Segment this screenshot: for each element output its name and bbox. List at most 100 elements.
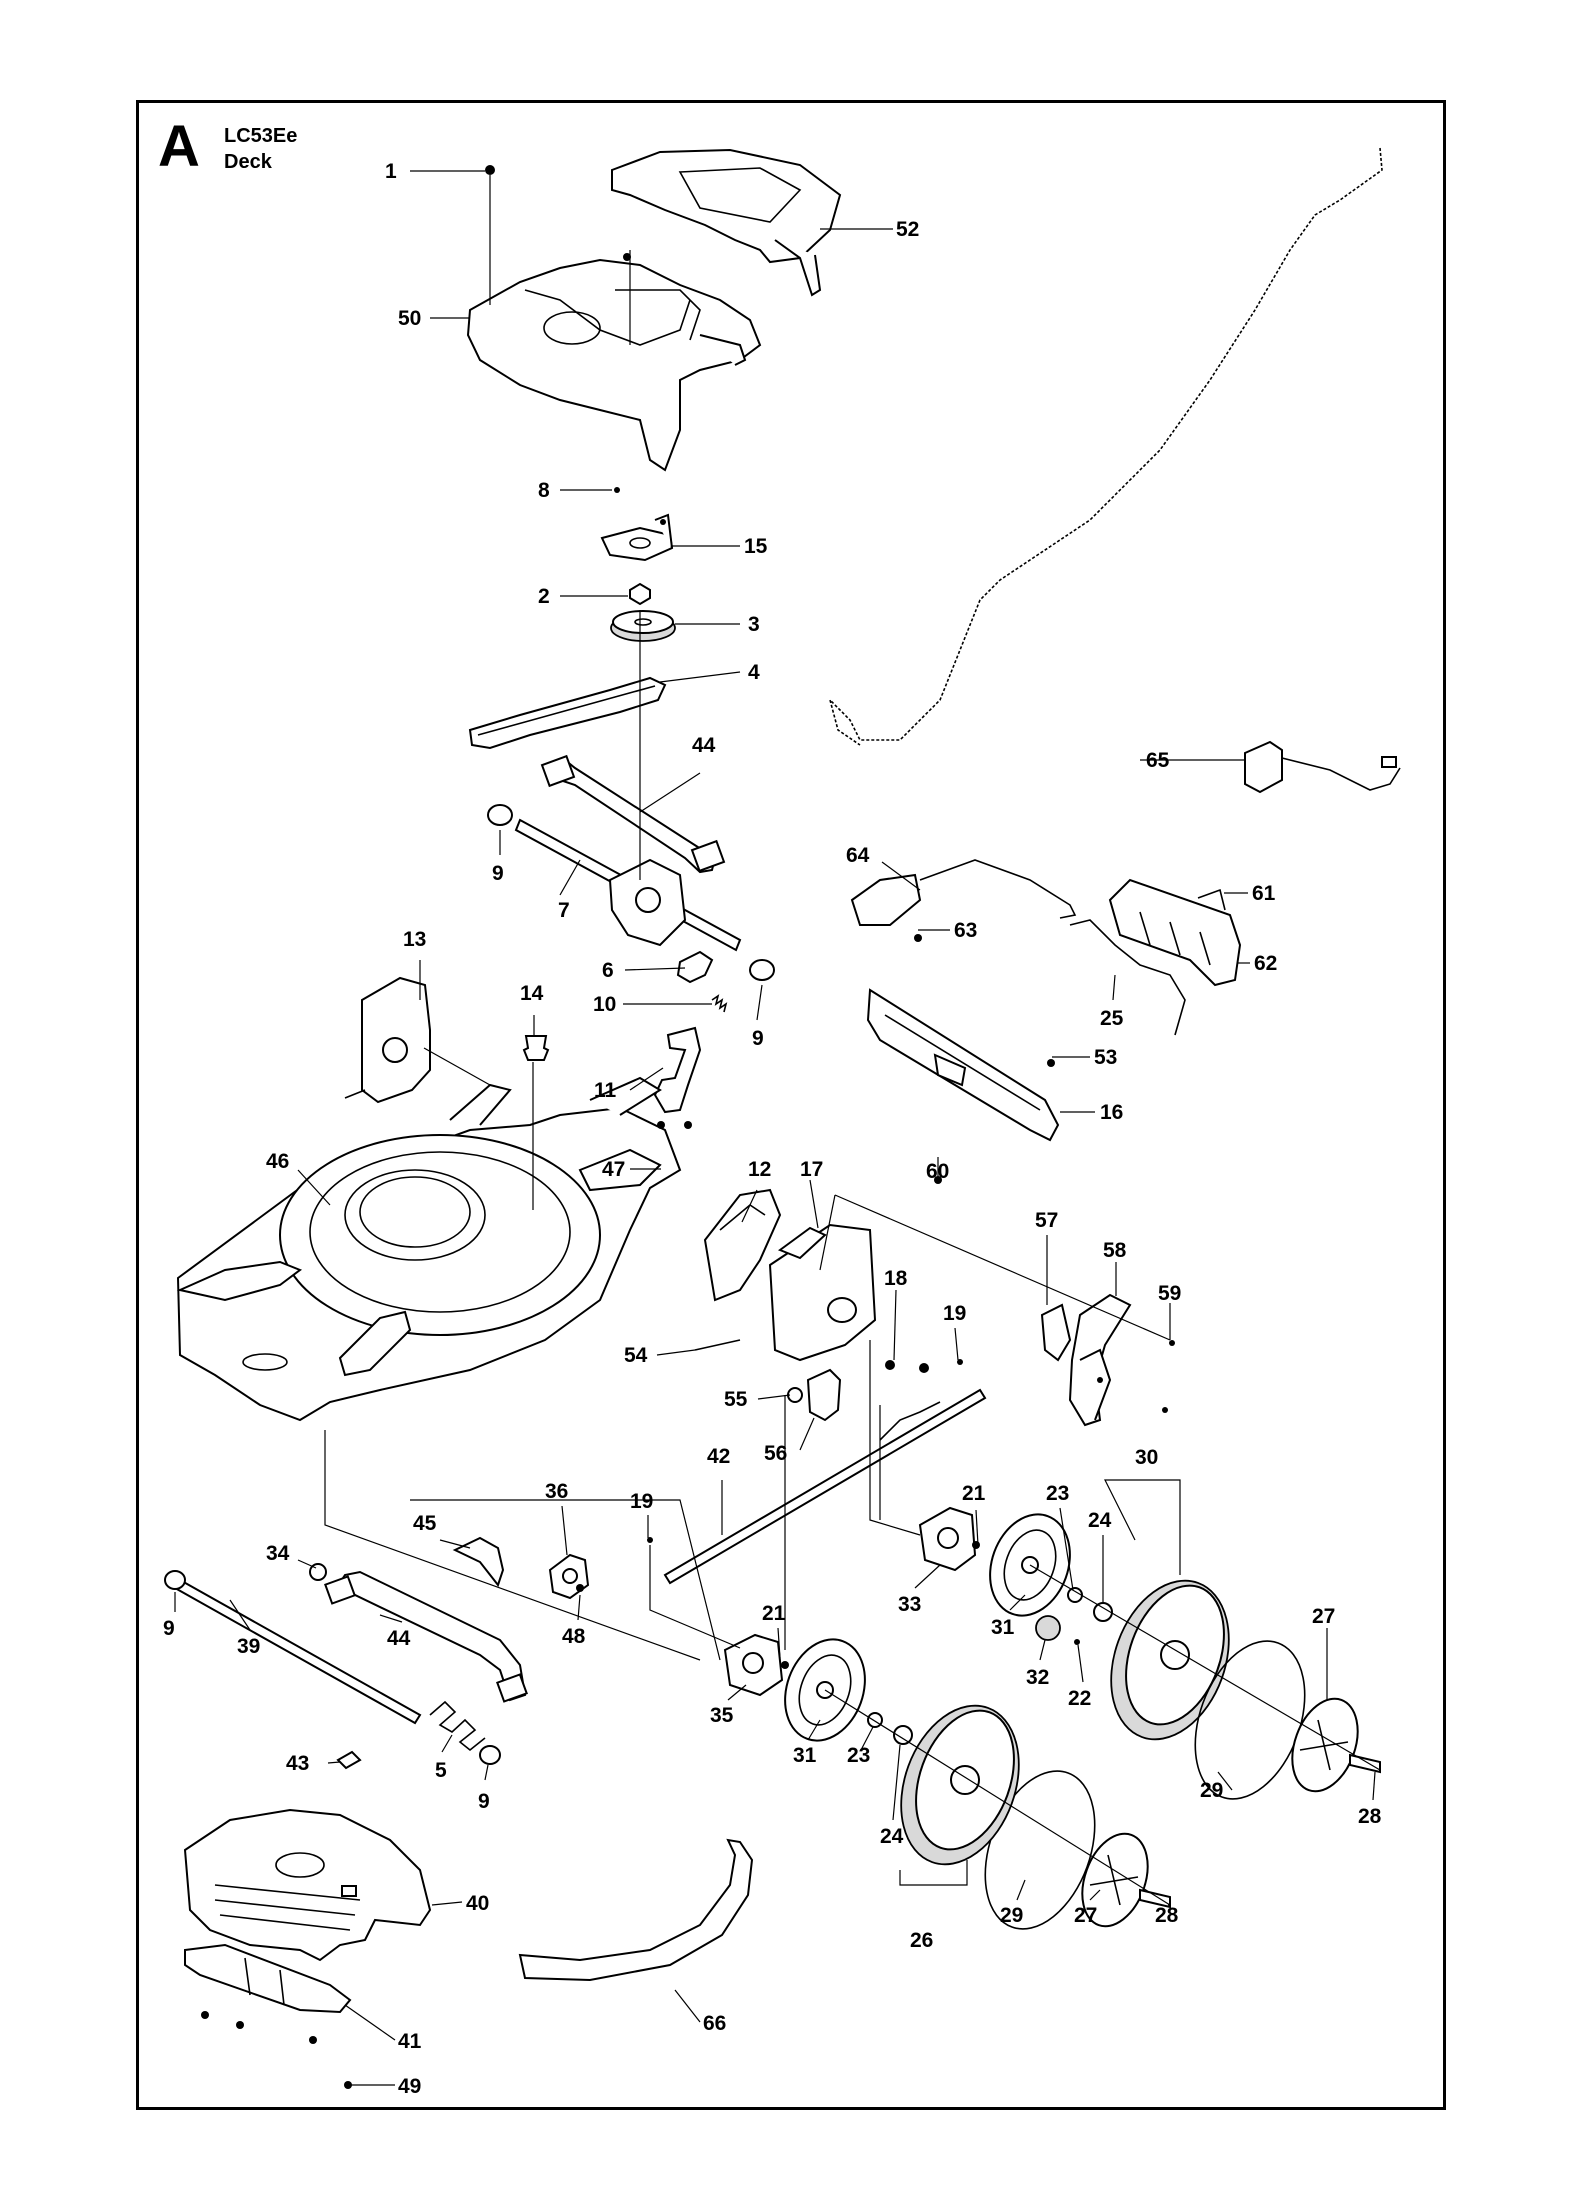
callout-61: 61 (1252, 882, 1276, 905)
callout-22: 22 (1068, 1687, 1091, 1710)
part-11-bracket (653, 1026, 702, 1114)
part-26-front-wheel (900, 1704, 1020, 1866)
callout-19-b: 19 (630, 1490, 653, 1513)
callout-65: 65 (1146, 749, 1170, 772)
callout-41: 41 (398, 2030, 422, 2053)
part-62-battery-box (1108, 878, 1242, 987)
callout-13: 13 (403, 928, 426, 951)
callout-66: 66 (703, 2012, 726, 2035)
part-57-lever (1040, 1303, 1072, 1362)
callout-63: 63 (954, 919, 977, 942)
callout-24-a: 24 (1088, 1509, 1112, 1532)
callout-17: 17 (800, 1158, 823, 1181)
part-4-belt (468, 676, 667, 750)
part-2-nut (629, 582, 651, 606)
part-14-grommet (522, 1035, 550, 1061)
callout-1: 1 (385, 160, 397, 183)
part-42-rod (663, 1388, 987, 1585)
callout-6: 6 (602, 959, 614, 982)
callout-33: 33 (898, 1593, 921, 1616)
callout-40: 40 (466, 1892, 489, 1915)
callout-23-b: 23 (847, 1744, 870, 1767)
callout-34: 34 (266, 1542, 290, 1565)
callout-44-lower: 44 (387, 1627, 411, 1650)
part-39-rear-axle (164, 1570, 501, 1765)
callout-42: 42 (707, 1445, 730, 1468)
diagram-subtitle: Deck (224, 151, 272, 173)
callout-52: 52 (896, 218, 919, 241)
callout-64: 64 (846, 844, 870, 867)
part-46-deck (176, 1076, 682, 1422)
callout-7: 7 (558, 899, 570, 922)
callout-26: 26 (910, 1929, 933, 1952)
callout-25: 25 (1100, 1007, 1124, 1030)
callout-45: 45 (413, 1512, 437, 1535)
callout-43: 43 (286, 1752, 309, 1775)
part-17-side-plate (768, 1223, 877, 1362)
callout-39: 39 (237, 1635, 260, 1658)
part-54-pin (694, 1339, 741, 1351)
part-58-lever (1068, 1293, 1132, 1427)
washers-front (867, 1712, 913, 1745)
callout-21-a: 21 (962, 1482, 986, 1505)
callout-16: 16 (1100, 1101, 1123, 1124)
callout-9-a: 9 (492, 862, 504, 885)
callout-21-b: 21 (762, 1602, 786, 1625)
assembly-axes (324, 175, 1381, 1906)
callout-31-a: 31 (991, 1616, 1015, 1639)
part-32-pinion (1035, 1615, 1061, 1641)
callout-9-d: 9 (478, 1790, 490, 1813)
part-28-bolt-front (1139, 1888, 1171, 1909)
part-56-clip (806, 1368, 842, 1422)
callout-62: 62 (1254, 952, 1277, 975)
callout-leaders (174, 170, 1376, 2086)
callout-59: 59 (1158, 1282, 1181, 1305)
part-16-rear-bar (866, 988, 1060, 1142)
callout-36: 36 (545, 1480, 568, 1503)
callout-44-upper: 44 (692, 734, 716, 757)
callout-56: 56 (764, 1442, 787, 1465)
fasteners (201, 165, 1175, 2089)
part-27-hubcap-rear (1291, 1697, 1359, 1793)
part-12-hinge-bracket (703, 1188, 782, 1302)
part-30-rear-wheel (1110, 1579, 1230, 1741)
part-65-charger (1244, 740, 1401, 794)
callout-28-b: 28 (1155, 1904, 1179, 1927)
callout-29-b: 29 (1000, 1904, 1023, 1927)
part-40-rear-cover (183, 1808, 432, 1962)
part-55-spring (787, 1387, 803, 1403)
callout-50: 50 (398, 307, 421, 330)
part-10-spring (711, 994, 728, 1013)
callout-47: 47 (602, 1158, 625, 1181)
callout-9-c: 9 (163, 1617, 175, 1640)
callout-14: 14 (520, 982, 544, 1005)
part-28-bolt-rear (1349, 1753, 1381, 1774)
callout-57: 57 (1035, 1209, 1058, 1232)
part-44-upper-bar (540, 754, 726, 874)
part-36-bracket (548, 1553, 590, 1600)
callout-35: 35 (710, 1704, 734, 1727)
callout-23-a: 23 (1046, 1482, 1069, 1505)
callout-10: 10 (593, 993, 616, 1016)
part-50-motor-cover (466, 258, 762, 472)
part-45-bushing (452, 1536, 505, 1588)
part-41-flap (184, 1943, 352, 2014)
section-letter: A (158, 114, 200, 179)
washers-rear (1067, 1587, 1113, 1622)
part-5-torsion-spring (429, 1700, 486, 1752)
part-66-flap-strip (518, 1838, 754, 1982)
model-name: LC53Ee (224, 125, 298, 147)
part-33-bracket (918, 1506, 977, 1572)
part-64-handle-switch (850, 859, 1077, 926)
callout-60: 60 (926, 1160, 949, 1183)
callout-55: 55 (724, 1388, 748, 1411)
part-52-top-cover (611, 148, 842, 297)
part-3-pulley (610, 610, 676, 642)
callout-9-b: 9 (752, 1027, 764, 1050)
callout-54: 54 (624, 1344, 648, 1367)
callout-24-b: 24 (880, 1825, 904, 1848)
callout-31-b: 31 (793, 1744, 817, 1767)
part-44-lower-bar (324, 1570, 528, 1703)
callout-19-a: 19 (943, 1302, 966, 1325)
